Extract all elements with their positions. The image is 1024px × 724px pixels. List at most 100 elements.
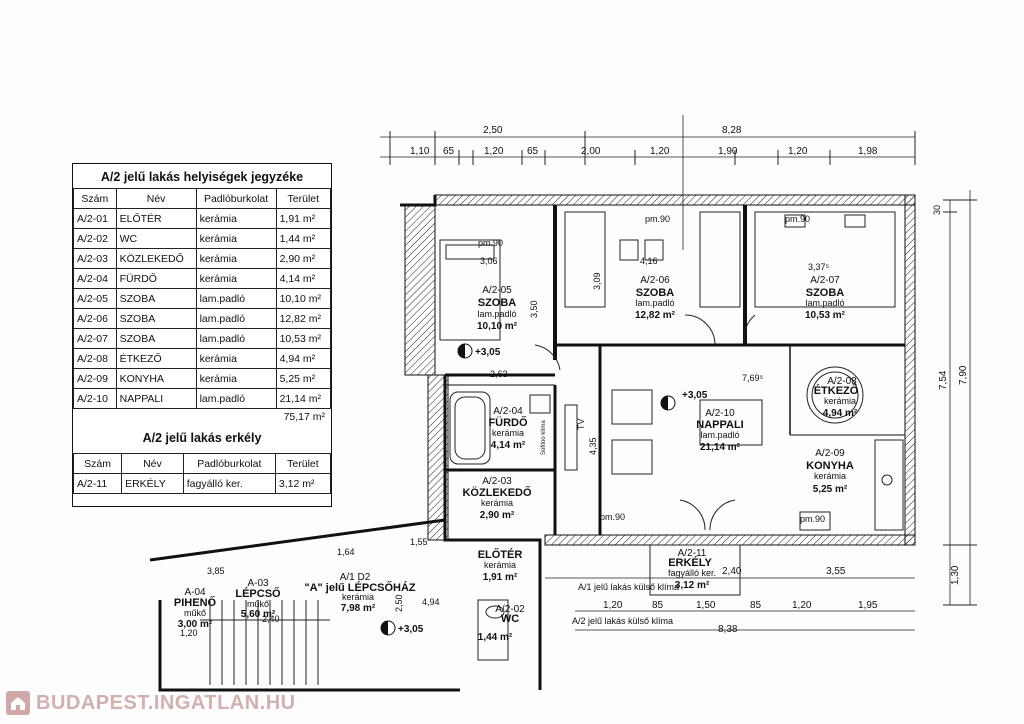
svg-text:lam.padló: lam.padló: [635, 298, 674, 308]
dim-120b: 1,20: [650, 146, 670, 157]
inner-385: 3,85: [207, 566, 225, 576]
inner-240: 2,40: [262, 614, 280, 624]
table-cell: KÖZLEKEDŐ: [115, 248, 197, 269]
table-cell: 1,91 m²: [275, 208, 332, 229]
svg-text:SZOBA: SZOBA: [636, 287, 675, 299]
svg-text:2,90 m²: 2,90 m²: [480, 510, 515, 521]
room-a2-06: A/2-06 SZOBA lam.padló 12,82 m²: [635, 275, 676, 321]
dim-right-30: 30: [932, 205, 942, 215]
table-cell: SZOBA: [115, 308, 197, 329]
table-cell: SZOBA: [115, 288, 197, 309]
table-cell: 10,53 m²: [275, 328, 332, 349]
interior-walls: [445, 205, 905, 535]
inner-pm90d: pm.90: [600, 512, 625, 522]
svg-text:KÖZLEKEDŐ: KÖZLEKEDŐ: [462, 486, 532, 499]
room-a2-01: ELŐTÉR kerámia 1,91 m²: [478, 548, 523, 583]
inner-416: 4,16: [640, 256, 658, 266]
top-dimensions: 2,50 8,28 1,10 65 1,20 65 2,00 1,20 1,90…: [380, 115, 916, 250]
table-cell: kerámia: [195, 208, 277, 229]
svg-text:1,44 m²: 1,44 m²: [478, 632, 513, 643]
svg-text:ÉTKEZŐ: ÉTKEZŐ: [814, 384, 859, 397]
outer-walls: [149, 194, 916, 692]
dim-bottom-240: 2,40: [722, 566, 742, 577]
svg-text:5,25 m²: 5,25 m²: [813, 484, 848, 495]
table-cell: KONYHA: [115, 368, 197, 389]
table-cell: fagyálló ker.: [182, 473, 276, 494]
schedule-title: A/2 jelű lakás helyiségek jegyzéke: [100, 170, 304, 184]
table-cell: WC: [115, 228, 197, 249]
table-cell: 5,25 m²: [275, 368, 332, 389]
dim-190: 1,90: [718, 146, 738, 157]
schedule-header: Terület: [275, 188, 332, 209]
furniture: [200, 211, 904, 685]
dim-198: 1,98: [858, 146, 878, 157]
table-cell: SZOBA: [115, 328, 197, 349]
svg-text:A/2-02: A/2-02: [495, 604, 525, 615]
room-a2-04: A/2-04 FÜRDŐ kerámia 4,14 m²: [488, 406, 528, 451]
svg-text:A/2-07: A/2-07: [810, 275, 840, 286]
svg-text:A/2-08: A/2-08: [827, 376, 857, 387]
table-cell: 3,12 m²: [274, 473, 332, 494]
svg-text:A-03: A-03: [247, 578, 269, 589]
room-stairwell: A/1 D2 "A" jelű LÉPCSŐHÁZ kerámia 7,98 m…: [304, 572, 416, 614]
svg-text:SZOBA: SZOBA: [806, 287, 845, 299]
table-cell: 21,14 m²: [275, 388, 332, 409]
dim-right-790: 7,90: [958, 365, 969, 385]
table-cell: A/2-06: [73, 308, 117, 329]
dim-200: 2,00: [581, 146, 601, 157]
room-landing: A-04 PIHENŐ műkő 3,00 m²: [174, 587, 217, 630]
room-a2-02: A/2-02 WC 1,44 m²: [478, 604, 525, 643]
table-cell: A/2-01: [73, 208, 117, 229]
dim-65b: 65: [527, 146, 539, 157]
dim-right-130: 1,30: [950, 565, 961, 585]
inner-250: 2,50: [394, 594, 404, 612]
svg-text:lam.padló: lam.padló: [805, 298, 844, 308]
inner-120: 1,20: [180, 628, 198, 638]
svg-text:7,98 m²: 7,98 m²: [341, 603, 376, 614]
site-logo[interactable]: BUDAPEST.INGATLAN.HU: [6, 690, 296, 716]
dim-top-828: 8,28: [722, 125, 742, 136]
svg-text:A/2-06: A/2-06: [640, 275, 670, 286]
svg-text:kerámia: kerámia: [492, 428, 524, 438]
ac-label-a1: A/1 jelű lakás külső klíma: [578, 582, 679, 592]
dim-bottom-838: 8,38: [718, 624, 738, 635]
svg-text:4,94 m²: 4,94 m²: [823, 408, 858, 419]
table-cell: 2,90 m²: [275, 248, 332, 269]
svg-text:10,10 m²: 10,10 m²: [477, 321, 518, 332]
table-cell: ÉTKEZŐ: [115, 348, 197, 369]
table-cell: 12,82 m²: [275, 308, 332, 329]
room-a2-08: A/2-08 ÉTKEZŐ kerámia 4,94 m²: [814, 376, 859, 419]
dim-top-250: 2,50: [483, 125, 503, 136]
inner-309: 3,09: [592, 272, 602, 290]
svg-text:ERKÉLY: ERKÉLY: [668, 556, 712, 569]
svg-text:FÜRDŐ: FÜRDŐ: [488, 416, 528, 429]
logo-text: BUDAPEST.INGATLAN.HU: [36, 691, 296, 714]
table-cell: FÜRDŐ: [115, 268, 197, 289]
table-cell: lam.padló: [195, 288, 277, 309]
svg-text:A/2-05: A/2-05: [482, 285, 512, 296]
svg-text:műkő: műkő: [184, 608, 206, 618]
table-cell: A/2-02: [73, 228, 117, 249]
room-a2-11: A/2-11 ERKÉLY fagyálló ker. 3,12 m²: [668, 548, 716, 591]
svg-text:5,60 m²: 5,60 m²: [241, 609, 276, 620]
misc-labels: A/1 jelű lakás külső klíma A/2 jelű laká…: [541, 418, 679, 626]
svg-text:A/2-09: A/2-09: [815, 448, 845, 459]
svg-text:1,91 m²: 1,91 m²: [483, 572, 518, 583]
svg-text:ELŐTÉR: ELŐTÉR: [478, 548, 523, 561]
bottom-dimensions: 2,40 3,55 1,20 85 1,50 85 1,20 1,95 8,38: [545, 566, 915, 635]
svg-text:4,14 m²: 4,14 m²: [491, 440, 526, 451]
table-cell: A/2-05: [73, 288, 117, 309]
table-cell: A/2-09: [73, 368, 117, 389]
svg-text:kerámia: kerámia: [814, 471, 846, 481]
room-stairs: A-03 LÉPCSŐ műkő 5,60 m²: [235, 578, 281, 620]
table-cell: kerámia: [195, 268, 277, 289]
svg-text:kerámia: kerámia: [342, 592, 374, 602]
inner-pm90c: pm.90: [785, 214, 810, 224]
schedule-header: Szám: [73, 188, 117, 209]
room-a2-09: A/2-09 KONYHA kerámia 5,25 m²: [806, 448, 854, 495]
inner-pm90a: pm.90: [478, 238, 503, 248]
